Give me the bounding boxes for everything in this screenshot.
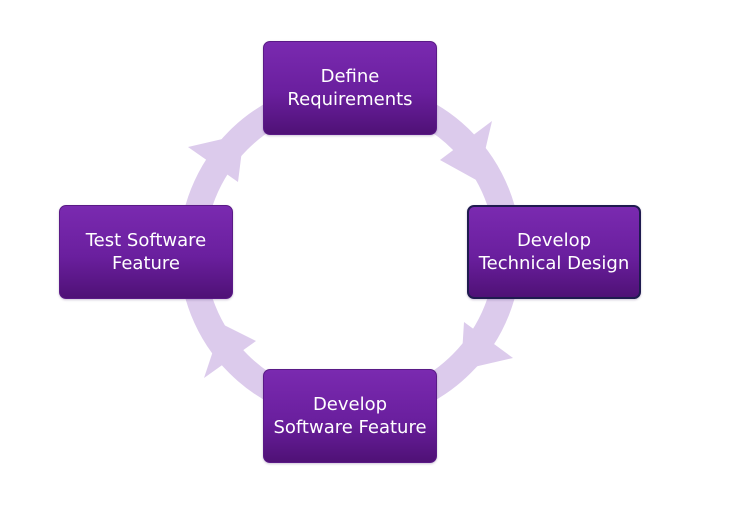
node-develop-technical-design[interactable]: Develop Technical Design xyxy=(467,205,641,299)
arrow-test-to-define xyxy=(188,134,244,182)
node-label: Develop Technical Design xyxy=(478,230,630,274)
node-define-requirements[interactable]: Define Requirements xyxy=(263,41,437,135)
arrow-design-to-develop xyxy=(461,322,513,370)
node-develop-software-feature[interactable]: Develop Software Feature xyxy=(263,369,437,463)
node-label: Develop Software Feature xyxy=(273,394,427,438)
node-label: Define Requirements xyxy=(287,66,413,110)
arrow-define-to-design xyxy=(440,121,492,181)
node-test-software-feature[interactable]: Test Software Feature xyxy=(59,205,233,299)
arrow-develop-to-test xyxy=(204,324,256,378)
node-label: Test Software Feature xyxy=(85,230,207,274)
